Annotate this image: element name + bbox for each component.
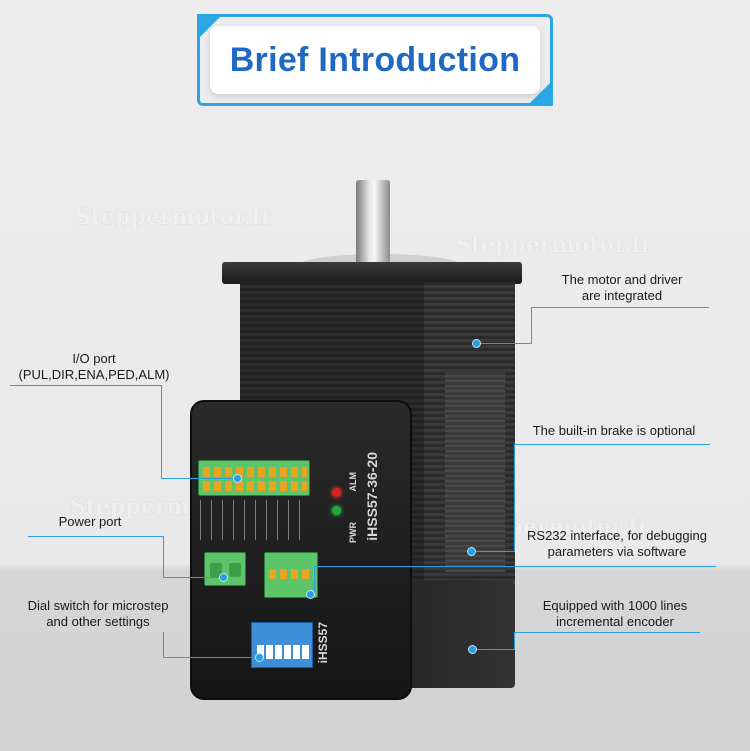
model-label-short: iHSS57 <box>316 622 330 664</box>
leader-line <box>481 343 532 344</box>
leader-line <box>514 632 515 650</box>
callout-encoder-line1: Equipped with 1000 lines <box>542 598 688 613</box>
callout-encoder-line2: incremental encoder <box>556 614 674 629</box>
pwr-led <box>332 506 341 515</box>
watermark: Steppermotor.fr <box>455 232 653 258</box>
dip-key <box>302 645 309 659</box>
leader-line <box>476 551 515 552</box>
callout-marker <box>255 653 264 662</box>
callout-integrated-line2: are integrated <box>581 288 663 303</box>
banner: Brief Introduction <box>210 26 540 94</box>
watermark: Steppermotor.fr <box>75 204 273 230</box>
banner-frame <box>197 14 553 106</box>
motor-shaft <box>356 180 390 272</box>
callout-marker <box>233 474 242 483</box>
callout-dial-switch-line2: and other settings <box>46 614 150 629</box>
leader-line <box>28 536 164 537</box>
leader-line <box>163 657 257 658</box>
dip-key <box>293 645 300 659</box>
leader-line <box>477 649 515 650</box>
leader-line <box>531 307 709 308</box>
leader-line <box>314 566 315 596</box>
callout-rs232-line1: RS232 interface, for debugging <box>527 528 707 543</box>
io-pin-labels <box>200 500 310 540</box>
leader-line <box>161 385 162 479</box>
rs232-terminal-pins <box>269 569 315 579</box>
banner-title: Brief Introduction <box>229 40 521 79</box>
dip-key <box>275 645 282 659</box>
callout-brake: The built-in brake is optional <box>521 423 707 439</box>
motor-flange <box>222 262 522 284</box>
callout-power-port: Power port <box>50 514 130 530</box>
callout-marker <box>467 547 476 556</box>
callout-dial-switch-line1: Dial switch for microstep <box>27 598 169 613</box>
dip-key <box>257 645 264 659</box>
alm-label: ALM <box>348 472 358 492</box>
leader-line <box>161 478 235 479</box>
io-terminal-pins <box>203 467 307 477</box>
callout-dial-switch: Dial switch for microstep and other sett… <box>14 598 182 630</box>
leader-line <box>514 444 710 445</box>
io-terminal-pins <box>203 481 307 491</box>
dip-key <box>266 645 273 659</box>
callout-power-port-line1: Power port <box>58 514 122 529</box>
callout-marker <box>472 339 481 348</box>
leader-line <box>163 632 164 658</box>
power-screw <box>210 563 222 577</box>
leader-line <box>10 385 162 386</box>
callout-rs232-line2: parameters via software <box>547 544 687 559</box>
leader-line <box>514 632 700 633</box>
leader-line <box>314 566 716 567</box>
model-label: iHSS57-36-20 <box>364 452 380 541</box>
callout-brake-line1: The built-in brake is optional <box>532 423 696 438</box>
motor-label-plate <box>445 372 505 572</box>
callout-encoder: Equipped with 1000 lines incremental enc… <box>530 598 700 630</box>
leader-line <box>531 307 532 343</box>
callout-io-port-line2: (PUL,DIR,ENA,PED,ALM) <box>18 367 170 382</box>
callout-marker <box>219 573 228 582</box>
leader-line <box>163 536 164 578</box>
callout-io-port: I/O port (PUL,DIR,ENA,PED,ALM) <box>9 351 179 383</box>
alm-led <box>332 488 341 497</box>
callout-marker <box>306 590 315 599</box>
callout-rs232: RS232 interface, for debugging parameter… <box>517 528 717 560</box>
leader-line <box>514 444 515 552</box>
pwr-label: PWR <box>348 522 358 543</box>
power-terminal-block <box>204 552 246 586</box>
callout-marker <box>468 645 477 654</box>
power-screw <box>229 563 241 577</box>
callout-integrated: The motor and driver are integrated <box>547 272 697 304</box>
callout-io-port-line1: I/O port <box>72 351 116 366</box>
dip-key <box>284 645 291 659</box>
callout-integrated-line1: The motor and driver <box>561 272 683 287</box>
leader-line <box>163 577 221 578</box>
